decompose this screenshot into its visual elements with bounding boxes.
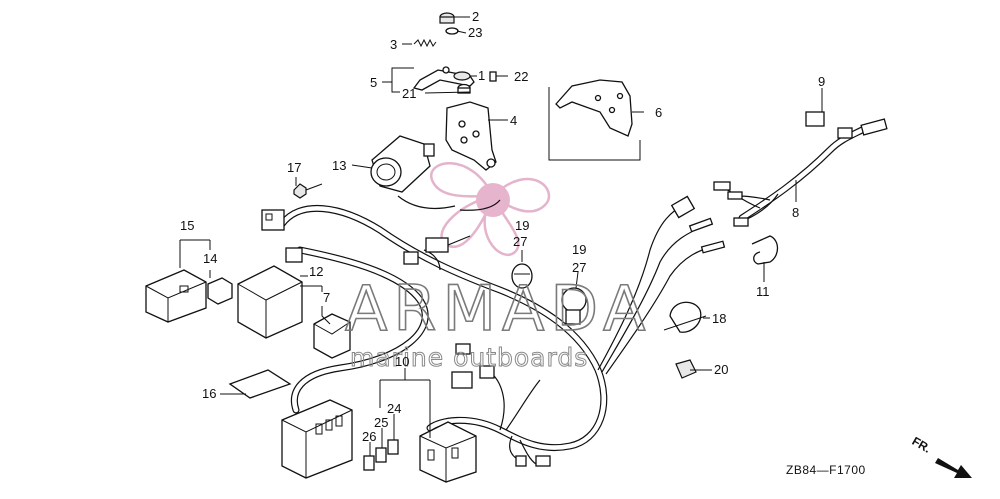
callout-8: 8 — [792, 205, 799, 220]
fuse-14 — [207, 277, 233, 305]
fuse-box-left — [281, 399, 353, 479]
callout-5: 5 — [370, 75, 377, 90]
bracket-6-inset — [548, 79, 641, 161]
connector-right-upper — [670, 195, 696, 219]
grommet-2 — [439, 12, 455, 24]
connector-bottom-right — [515, 455, 551, 467]
connector-upper-left — [261, 209, 285, 231]
callout-13: 13 — [332, 158, 346, 173]
washer-23 — [445, 27, 459, 35]
solenoid-bracket-4 — [445, 101, 497, 171]
connector-wire-top — [403, 251, 419, 265]
callout-27a: 27 — [513, 234, 527, 249]
callout-26: 26 — [362, 429, 376, 444]
sub-harness-8 — [713, 111, 888, 227]
callout-2: 2 — [472, 9, 479, 24]
callout-labels: 2 23 3 1 22 5 21 4 6 9 13 17 8 19 27 15 … — [180, 9, 825, 444]
clip-11 — [751, 235, 779, 265]
grommet-19-27-right — [561, 287, 587, 325]
callout-27b: 27 — [572, 260, 586, 275]
watermark-propeller-logo — [430, 161, 551, 256]
grommet-19-27-left — [511, 263, 533, 289]
callout-6: 6 — [655, 105, 662, 120]
callout-14: 14 — [203, 251, 217, 266]
callout-11: 11 — [756, 284, 770, 299]
fuse-25 — [375, 447, 387, 463]
relay-15 — [145, 269, 207, 323]
callout-25: 25 — [374, 415, 388, 430]
fuse-box-right — [419, 421, 477, 483]
starter-solenoid-13 — [370, 135, 501, 211]
callout-9: 9 — [818, 74, 825, 89]
front-direction-arrow: FR. — [910, 434, 972, 478]
callout-18: 18 — [712, 311, 726, 326]
collar-1 — [453, 71, 471, 81]
callout-20: 20 — [714, 362, 728, 377]
callout-21: 21 — [402, 86, 416, 101]
screw-22 — [489, 71, 508, 82]
direction-label: FR. — [910, 434, 934, 456]
callout-19a: 19 — [515, 218, 529, 233]
callout-24: 24 — [387, 401, 401, 416]
module-12 — [237, 265, 303, 339]
callout-4: 4 — [510, 113, 517, 128]
terminal-right-a — [688, 217, 714, 233]
callout-10: 10 — [395, 354, 409, 369]
terminal-right-b — [700, 240, 726, 254]
watermark-brand: ARMADA — [345, 272, 651, 345]
watermark-text: ARMADA marine outboards — [344, 271, 651, 372]
callout-3: 3 — [390, 37, 397, 52]
clamp-18 — [663, 301, 707, 333]
connector-bottom-mid — [451, 343, 495, 389]
callout-15: 15 — [180, 218, 194, 233]
callout-12: 12 — [309, 264, 323, 279]
callout-1: 1 — [478, 68, 485, 83]
connector-mid-left — [285, 247, 303, 263]
fuse-24 — [387, 439, 399, 455]
callout-7: 7 — [323, 290, 330, 305]
leader-lines — [179, 16, 823, 456]
collar-21 — [457, 83, 471, 94]
connector-mid — [425, 235, 471, 253]
fuse-holder-7 — [313, 313, 351, 359]
clip-20 — [675, 359, 697, 379]
callout-22: 22 — [514, 69, 528, 84]
bolt-17 — [293, 183, 323, 199]
callout-19b: 19 — [572, 242, 586, 257]
spring-3 — [413, 38, 437, 48]
callout-23: 23 — [468, 25, 482, 40]
callout-16: 16 — [202, 386, 216, 401]
diagram-code: ZB84—F1700 — [786, 463, 866, 477]
callout-17: 17 — [287, 160, 301, 175]
main-wire-harness — [278, 203, 715, 465]
fuse-26 — [363, 455, 375, 471]
watermark-tagline: marine outboards — [350, 343, 588, 372]
label-16 — [228, 369, 292, 399]
